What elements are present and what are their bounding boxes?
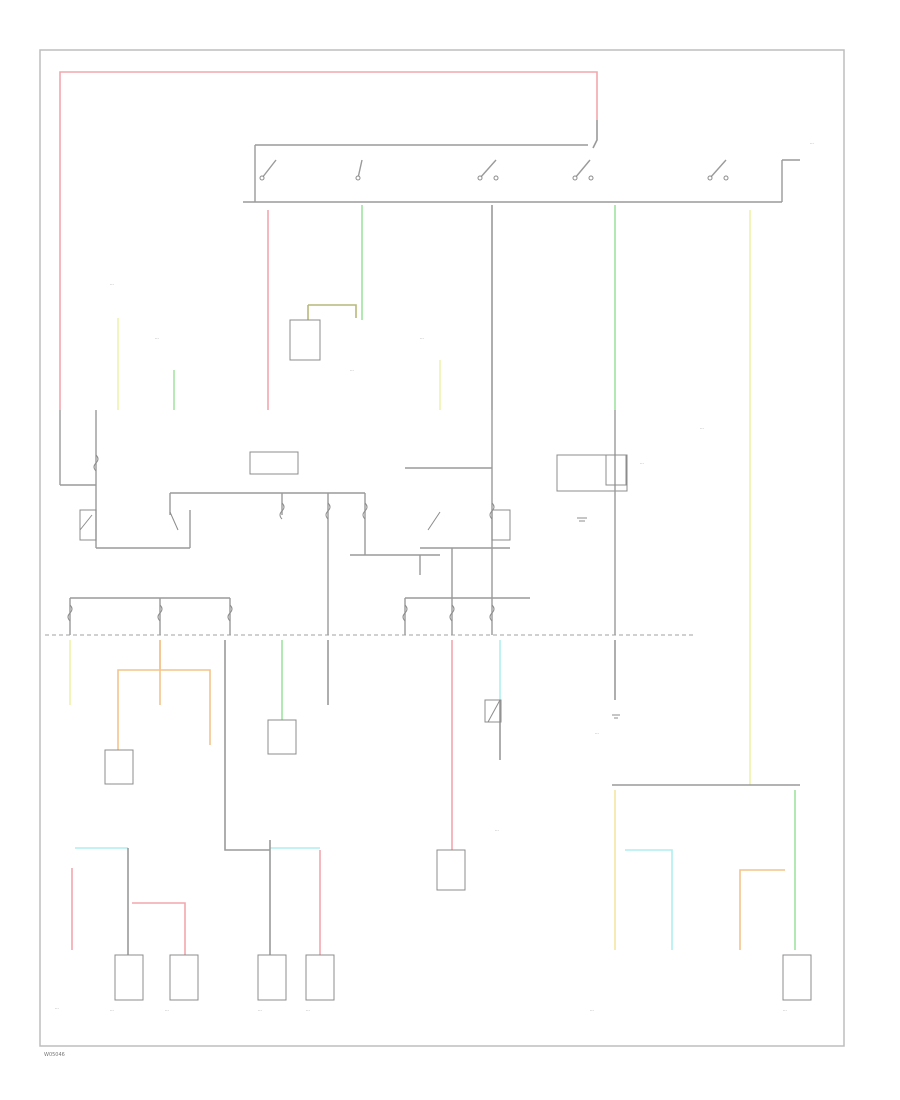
component-labels: ··· ··· ··· ··· ··· ··· ··· ··· ··· ··· … [55, 141, 814, 1013]
connector-icon [104, 749, 134, 785]
lower-wires [69, 640, 616, 850]
diagram-frame [39, 49, 845, 1047]
svg-text:···: ··· [420, 336, 424, 341]
fuse-icon [402, 604, 408, 622]
ignition-switch-bus [243, 144, 800, 203]
connector-icon [305, 954, 335, 1001]
connector-icon [114, 954, 144, 1001]
lower-left-branches [71, 840, 321, 955]
switch-contact-icon [588, 175, 594, 181]
svg-text:···: ··· [110, 282, 114, 287]
connector-icon [436, 849, 466, 891]
svg-text:···: ··· [595, 731, 599, 736]
lower-components [104, 699, 812, 1001]
fuse-icon [449, 604, 455, 622]
fuse-panel-upper [59, 410, 616, 635]
svg-text:···: ··· [783, 1008, 787, 1013]
svg-text:···: ··· [155, 336, 159, 341]
connector-icon [289, 319, 321, 361]
svg-text:···: ··· [700, 426, 704, 431]
svg-text:···: ··· [165, 1008, 169, 1013]
connector-icon [267, 719, 297, 755]
switch-contact-icon [355, 175, 361, 181]
svg-text:···: ··· [495, 828, 499, 833]
connector-icon [257, 954, 287, 1001]
upper-components [249, 319, 628, 492]
ground-icons [577, 517, 620, 719]
relay-icon [249, 451, 299, 475]
svg-text:···: ··· [306, 1008, 310, 1013]
right-lower-bus [612, 784, 800, 950]
svg-text:···: ··· [640, 461, 644, 466]
fuse-icon [489, 604, 495, 622]
svg-text:···: ··· [55, 1006, 59, 1011]
fuse-icon [67, 604, 73, 622]
switch-contact-icon [707, 175, 713, 181]
switch-contact-icons [259, 175, 729, 181]
ground-icon [612, 714, 620, 719]
switch-contact-icon [259, 175, 265, 181]
fuse-icons [67, 454, 495, 622]
ground-icon [577, 517, 587, 522]
connector-icon [556, 454, 628, 492]
switch-contact-icon [493, 175, 499, 181]
switch-contact-icon [572, 175, 578, 181]
svg-text:···: ··· [258, 1008, 262, 1013]
svg-text:···: ··· [590, 1008, 594, 1013]
fuse-icon [362, 502, 368, 520]
fuse-icon [227, 604, 233, 622]
frame-id: W05046 [44, 1052, 65, 1058]
fuse-icon [279, 502, 285, 520]
connector-icon [169, 954, 199, 1001]
fuse-icon [157, 604, 163, 622]
switch-contact-icon [477, 175, 483, 181]
connector-icon [782, 954, 812, 1001]
battery-feed [59, 71, 598, 410]
feed-branches [117, 318, 441, 410]
fuse-icon [93, 454, 99, 472]
relay-switches [79, 454, 627, 541]
svg-text:···: ··· [810, 141, 814, 146]
fuse-icon [325, 502, 331, 520]
svg-text:···: ··· [110, 1008, 114, 1013]
ignition-drops [267, 205, 751, 785]
svg-text:···: ··· [350, 368, 354, 373]
switch-contact-icon [723, 175, 729, 181]
